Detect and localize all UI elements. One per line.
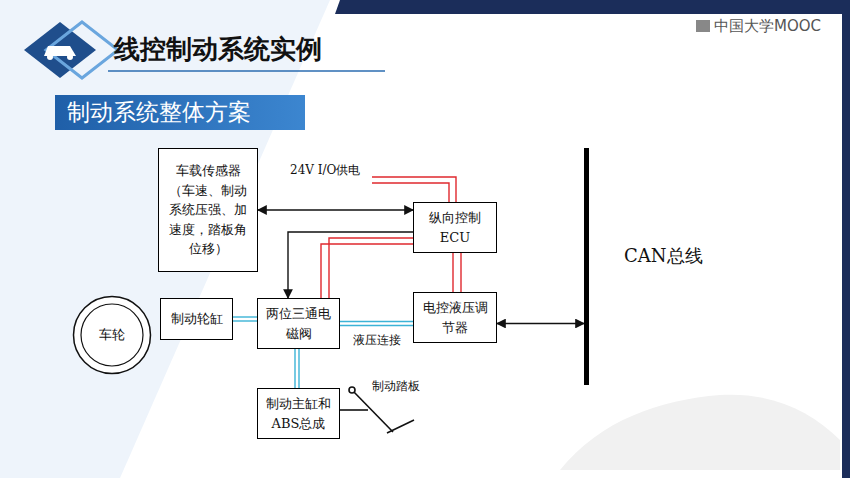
connector [340, 322, 413, 326]
top-bar [335, 0, 850, 14]
connector [453, 253, 461, 292]
connector-line [298, 349, 299, 388]
connector-line [340, 325, 413, 326]
section-band: 制动系统整体方案 [55, 95, 305, 130]
connector-line [321, 244, 413, 298]
page-title: 线控制动系统实例 [114, 32, 322, 67]
master-cylinder-box: 制动主缸和 ABS总成 [257, 388, 340, 439]
connector [233, 317, 257, 321]
node-text: 电控液压调 节器 [419, 298, 491, 337]
logo-icon [696, 20, 710, 32]
power-wires [372, 177, 456, 202]
sensor-box: 车载传感器 （车速、制动 系统压强、加 速度，踏板角 位移） [158, 148, 258, 272]
connector-line [329, 238, 413, 298]
node-text: 制动主缸和 ABS总成 [263, 394, 334, 433]
node-text: 制动轮缸 [171, 309, 223, 329]
connector-line [233, 316, 257, 317]
wheel-circle: 车轮 [72, 295, 152, 375]
connector-line [294, 349, 295, 388]
side-bar [842, 0, 850, 478]
wheel-cylinder-box: 制动轮缸 [160, 298, 233, 340]
title-icon [24, 22, 118, 78]
connector [497, 323, 584, 324]
node-text: 纵向控制ECU [419, 208, 491, 247]
ecu-box: 纵向控制ECU [413, 202, 497, 253]
connector [295, 349, 299, 388]
hydraulic-regulator-box: 电控液压调 节器 [413, 292, 497, 343]
can-bus-bar: CAN总线 [584, 148, 589, 385]
power-label: 24V I/O供电 [290, 162, 360, 179]
pedal-label: 制动踏板 [372, 378, 420, 395]
node-text: 两位三通电 磁阀 [263, 304, 334, 343]
connector-line [340, 321, 413, 322]
brake-pedal [340, 387, 414, 433]
connector-line [233, 320, 257, 321]
connector [321, 238, 413, 298]
connector-line [460, 253, 461, 292]
connector-line [258, 209, 413, 210]
car-watermark [560, 395, 840, 470]
connector-line [497, 323, 584, 324]
logo-text: 中国大学MOOC [714, 17, 821, 36]
connector [288, 232, 413, 298]
edge-label: 液压连接 [351, 332, 403, 349]
node-text: CAN总线 [624, 244, 703, 268]
node-text: 车轮 [99, 326, 125, 344]
node-text: 制动系统整体方案 [67, 97, 251, 128]
connector-line [452, 253, 453, 292]
node-text: 车载传感器 （车速、制动 系统压强、加 速度，踏板角 位移） [164, 161, 252, 259]
solenoid-valve-box: 两位三通电 磁阀 [257, 298, 340, 349]
connector [258, 210, 413, 211]
connector-line [288, 232, 413, 298]
title-rule [108, 70, 385, 72]
